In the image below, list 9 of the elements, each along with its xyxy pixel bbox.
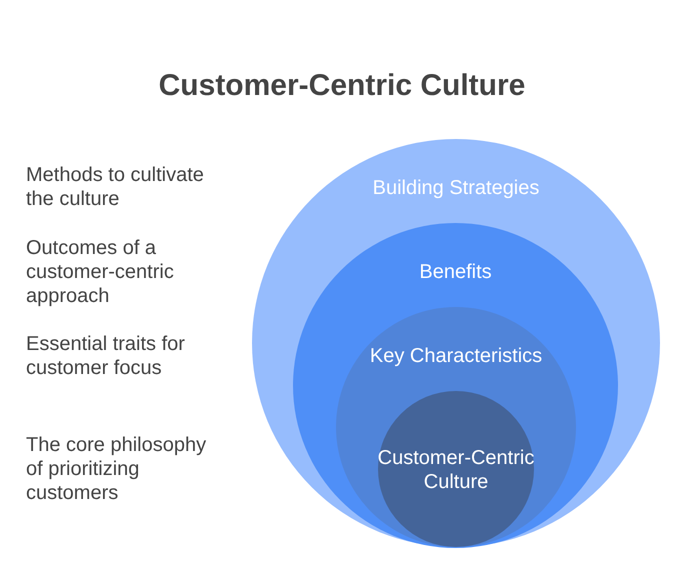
- layer-label: Building Strategies: [372, 176, 540, 200]
- layer-label: Customer-Centric Culture: [376, 446, 536, 494]
- description-text: Essential traits for customer focus: [26, 332, 186, 380]
- diagram-title: Customer-Centric Culture: [158, 69, 526, 102]
- layer-label: Benefits: [419, 260, 492, 284]
- description-text: Outcomes of a customer-centric approach: [26, 236, 175, 308]
- description-text: The core philosophy of prioritizing customers: [26, 433, 208, 505]
- layer-label: Key Characteristics: [370, 344, 542, 368]
- description-text: Methods to cultivate the culture: [26, 163, 205, 211]
